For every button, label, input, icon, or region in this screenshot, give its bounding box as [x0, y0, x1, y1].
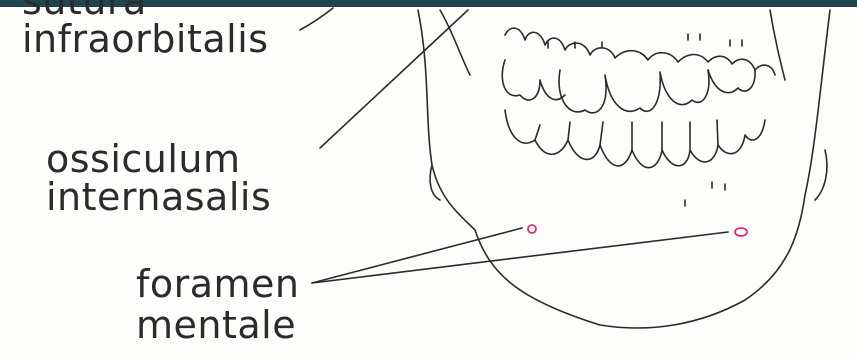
leader-foramen-mentale-right [312, 232, 728, 283]
mandible-outline [418, 10, 830, 328]
label-foramen: foramen [136, 265, 300, 303]
leader-sutura-infraorbitalis [300, 8, 333, 30]
leader-foramen-mentale-left [312, 228, 522, 283]
label-mentale: mentale [136, 306, 296, 344]
tick-marks [548, 34, 742, 206]
ramus-left [440, 10, 470, 75]
foramen-marker-left [528, 225, 536, 233]
upper-incisors [559, 70, 709, 113]
leader-ossiculum-internasalis [320, 10, 468, 148]
right-cheek-contour [815, 150, 827, 200]
upper-molars [502, 60, 755, 100]
upper-teeth [505, 28, 775, 75]
lower-tooth-roots [535, 120, 718, 150]
label-infraorbitalis: infraorbitalis [22, 20, 269, 58]
label-ossiculum: ossiculum [46, 140, 241, 178]
left-cheek-contour [430, 165, 440, 200]
label-internasalis: internasalis [46, 178, 271, 216]
lower-teeth [505, 110, 765, 168]
foramen-marker-right [735, 228, 747, 236]
